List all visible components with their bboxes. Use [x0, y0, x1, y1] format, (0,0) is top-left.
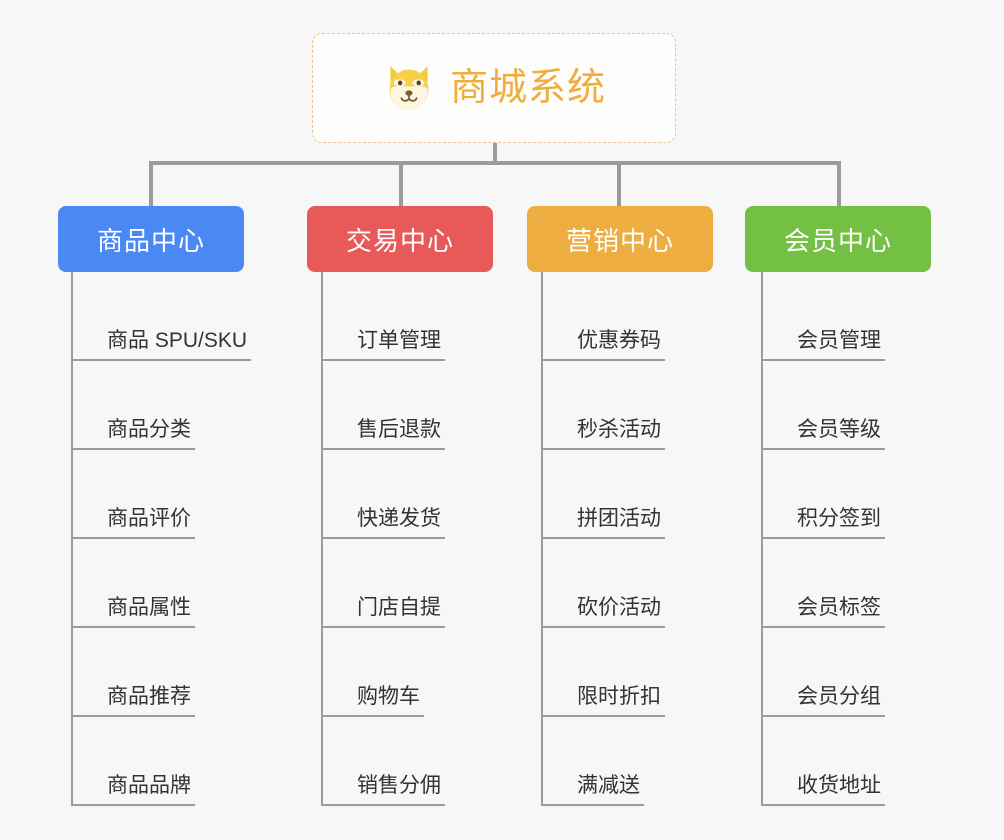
- leaf-item[interactable]: 会员分组: [761, 628, 885, 717]
- leaf-label: 售后退款: [321, 419, 445, 450]
- category-label-3: 营销中心: [565, 225, 674, 256]
- leaf-label: 商品 SPU/SKU: [71, 330, 252, 361]
- leaf-label: 收货地址: [761, 775, 885, 806]
- leaf-label: 积分签到: [761, 508, 885, 539]
- leaf-item[interactable]: 砍价活动: [541, 539, 665, 628]
- leaf-item[interactable]: 商品分类: [71, 361, 195, 450]
- leaf-item[interactable]: 拼团活动: [541, 450, 665, 539]
- leaf-label: 商品推荐: [71, 686, 195, 717]
- leaf-label: 会员标签: [761, 597, 885, 628]
- leaf-item[interactable]: 收货地址: [761, 717, 885, 806]
- leaf-item[interactable]: 限时折扣: [541, 628, 665, 717]
- leaf-item[interactable]: 快递发货: [321, 450, 445, 539]
- leaf-label: 销售分佣: [321, 775, 445, 806]
- category-label-2: 交易中心: [345, 225, 454, 256]
- leaf-item[interactable]: 会员标签: [761, 539, 885, 628]
- leaf-item[interactable]: 商品评价: [71, 450, 195, 539]
- leaf-label: 限时折扣: [541, 686, 665, 717]
- root-node[interactable]: 商城系统: [312, 33, 676, 143]
- leaf-item[interactable]: 会员等级: [761, 361, 885, 450]
- column-trunk-4: [761, 272, 763, 806]
- category-label-4: 会员中心: [783, 225, 892, 256]
- connector-drop-1: [149, 161, 153, 208]
- leaf-item[interactable]: 门店自提: [321, 539, 445, 628]
- column-trunk-2: [321, 272, 323, 806]
- leaf-label: 购物车: [321, 686, 424, 717]
- category-box-2[interactable]: 交易中心: [307, 206, 493, 272]
- connector-drop-2: [399, 161, 403, 208]
- leaf-item[interactable]: 积分签到: [761, 450, 885, 539]
- leaf-label: 门店自提: [321, 597, 445, 628]
- leaf-label: 砍价活动: [541, 597, 665, 628]
- leaf-label: 订单管理: [321, 330, 445, 361]
- leaf-label: 商品属性: [71, 597, 195, 628]
- leaf-item[interactable]: 售后退款: [321, 361, 445, 450]
- leaf-label: 优惠券码: [541, 330, 665, 361]
- leaf-item[interactable]: 购物车: [321, 628, 424, 717]
- leaf-item[interactable]: 商品推荐: [71, 628, 195, 717]
- leaf-item[interactable]: 商品属性: [71, 539, 195, 628]
- category-label-1: 商品中心: [96, 225, 205, 256]
- leaf-label: 会员等级: [761, 419, 885, 450]
- leaf-label: 商品品牌: [71, 775, 195, 806]
- leaf-label: 商品评价: [71, 508, 195, 539]
- connector-drop-3: [617, 161, 621, 208]
- leaf-item[interactable]: 优惠券码: [541, 272, 665, 361]
- category-box-3[interactable]: 营销中心: [527, 206, 713, 272]
- category-box-1[interactable]: 商品中心: [58, 206, 244, 272]
- category-box-4[interactable]: 会员中心: [745, 206, 931, 272]
- leaf-item[interactable]: 商品品牌: [71, 717, 195, 806]
- leaf-label: 会员分组: [761, 686, 885, 717]
- leaf-item[interactable]: 秒杀活动: [541, 361, 665, 450]
- leaf-label: 快递发货: [321, 508, 445, 539]
- leaf-item[interactable]: 满减送: [541, 717, 644, 806]
- leaf-label: 满减送: [541, 775, 644, 806]
- connector-root-stem: [493, 143, 497, 163]
- leaf-label: 会员管理: [761, 330, 885, 361]
- connector-drop-4: [837, 161, 841, 208]
- root-title: 商城系统: [449, 67, 606, 109]
- leaf-item[interactable]: 会员管理: [761, 272, 885, 361]
- leaf-item[interactable]: 商品 SPU/SKU: [71, 272, 252, 361]
- leaf-label: 秒杀活动: [541, 419, 665, 450]
- leaf-item[interactable]: 销售分佣: [321, 717, 445, 806]
- leaf-item[interactable]: 订单管理: [321, 272, 445, 361]
- leaf-label: 拼团活动: [541, 508, 665, 539]
- column-trunk-1: [71, 272, 73, 806]
- leaf-label: 商品分类: [71, 419, 195, 450]
- column-trunk-3: [541, 272, 543, 806]
- connector-horizontal-bus: [149, 161, 841, 165]
- shiba-dog-face-icon: [382, 61, 436, 115]
